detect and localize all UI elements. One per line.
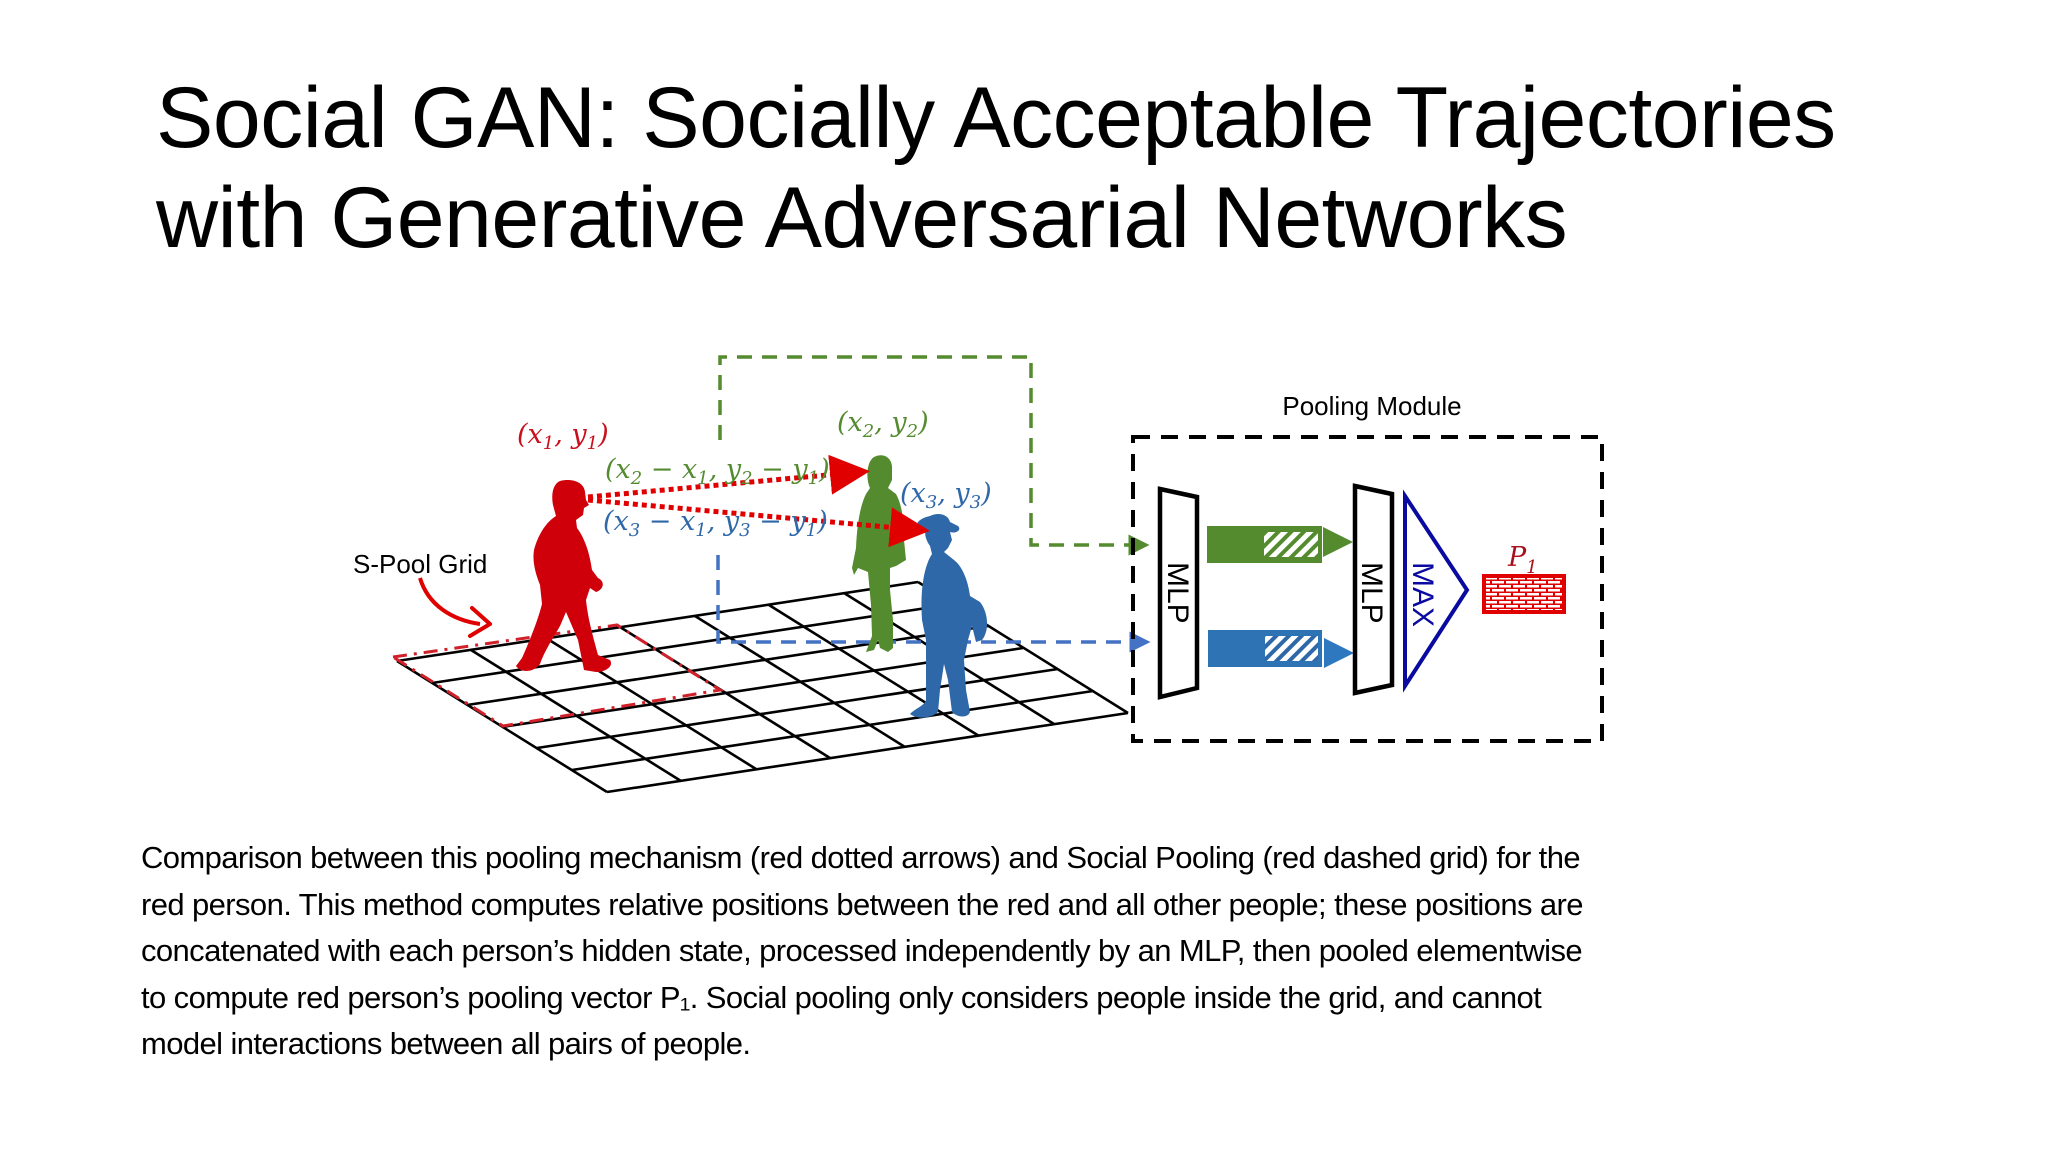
caption-line-3: concatenated with each person’s hidden s… <box>141 933 1583 968</box>
caption-line-2: red person. This method computes relativ… <box>141 886 1583 922</box>
mlp-2-block <box>1352 483 1395 696</box>
caption-line-5: model interactions between all pairs of … <box>141 1026 751 1061</box>
green-relative-position-hatch <box>1264 532 1318 557</box>
slide-caption: Comparison between this pooling mechanis… <box>141 835 1583 1068</box>
s-pool-grid-arrow-head <box>468 606 492 638</box>
social-pooling-grid-outline <box>388 623 725 728</box>
person-3-position-label: (x3, y3) <box>900 478 992 513</box>
blue-connector <box>716 555 1151 653</box>
person-2-green-silhouette <box>852 455 906 652</box>
relative-arrow-to-person-3 <box>587 497 930 548</box>
blue-relative-position-hatch <box>1265 636 1318 661</box>
person-1-red-silhouette <box>516 480 612 672</box>
slide-title: Social GAN: Socially Acceptable Trajecto… <box>156 68 1836 268</box>
relative-position-label-3: (x3 − x1, y3 − y1) <box>603 506 828 541</box>
person-3-blue-silhouette <box>910 514 988 718</box>
mlp-2-label: MLP <box>1355 562 1388 624</box>
output-p1-label: P1 <box>1507 542 1538 578</box>
pooling-vector-p1-bricks <box>1486 578 1562 610</box>
max-pool-block <box>1403 489 1470 693</box>
s-pool-grid-label: S-Pool Grid <box>353 549 487 579</box>
caption-line-1: Comparison between this pooling mechanis… <box>141 840 1581 875</box>
relative-position-label-2: (x2 − x1, y2 − y1) <box>605 454 830 489</box>
max-label: MAX <box>1406 562 1439 627</box>
title-line-2: with Generative Adversarial Networks <box>156 170 1568 266</box>
mlp-1-label: MLP <box>1161 562 1194 624</box>
pooling-module-label: Pooling Module <box>1282 391 1461 421</box>
person-2-position-label: (x2, y2) <box>837 407 929 442</box>
relative-arrow-to-person-2 <box>587 454 870 500</box>
mlp-1-block <box>1157 486 1200 700</box>
pooling-module-box <box>1131 435 1604 743</box>
person-1-position-label: (x1, y1) <box>517 419 609 454</box>
title-line-1: Social GAN: Socially Acceptable Trajecto… <box>156 70 1836 166</box>
s-pool-grid-arrow <box>418 577 481 626</box>
pooling-diagram: S-Pool Grid (x1, y1) (x2, y2) (x3, y3) (… <box>353 355 1604 794</box>
ground-grid <box>396 580 1129 794</box>
caption-line-4: to compute red person’s pooling vector P… <box>141 979 1542 1015</box>
green-connector <box>718 355 1150 556</box>
